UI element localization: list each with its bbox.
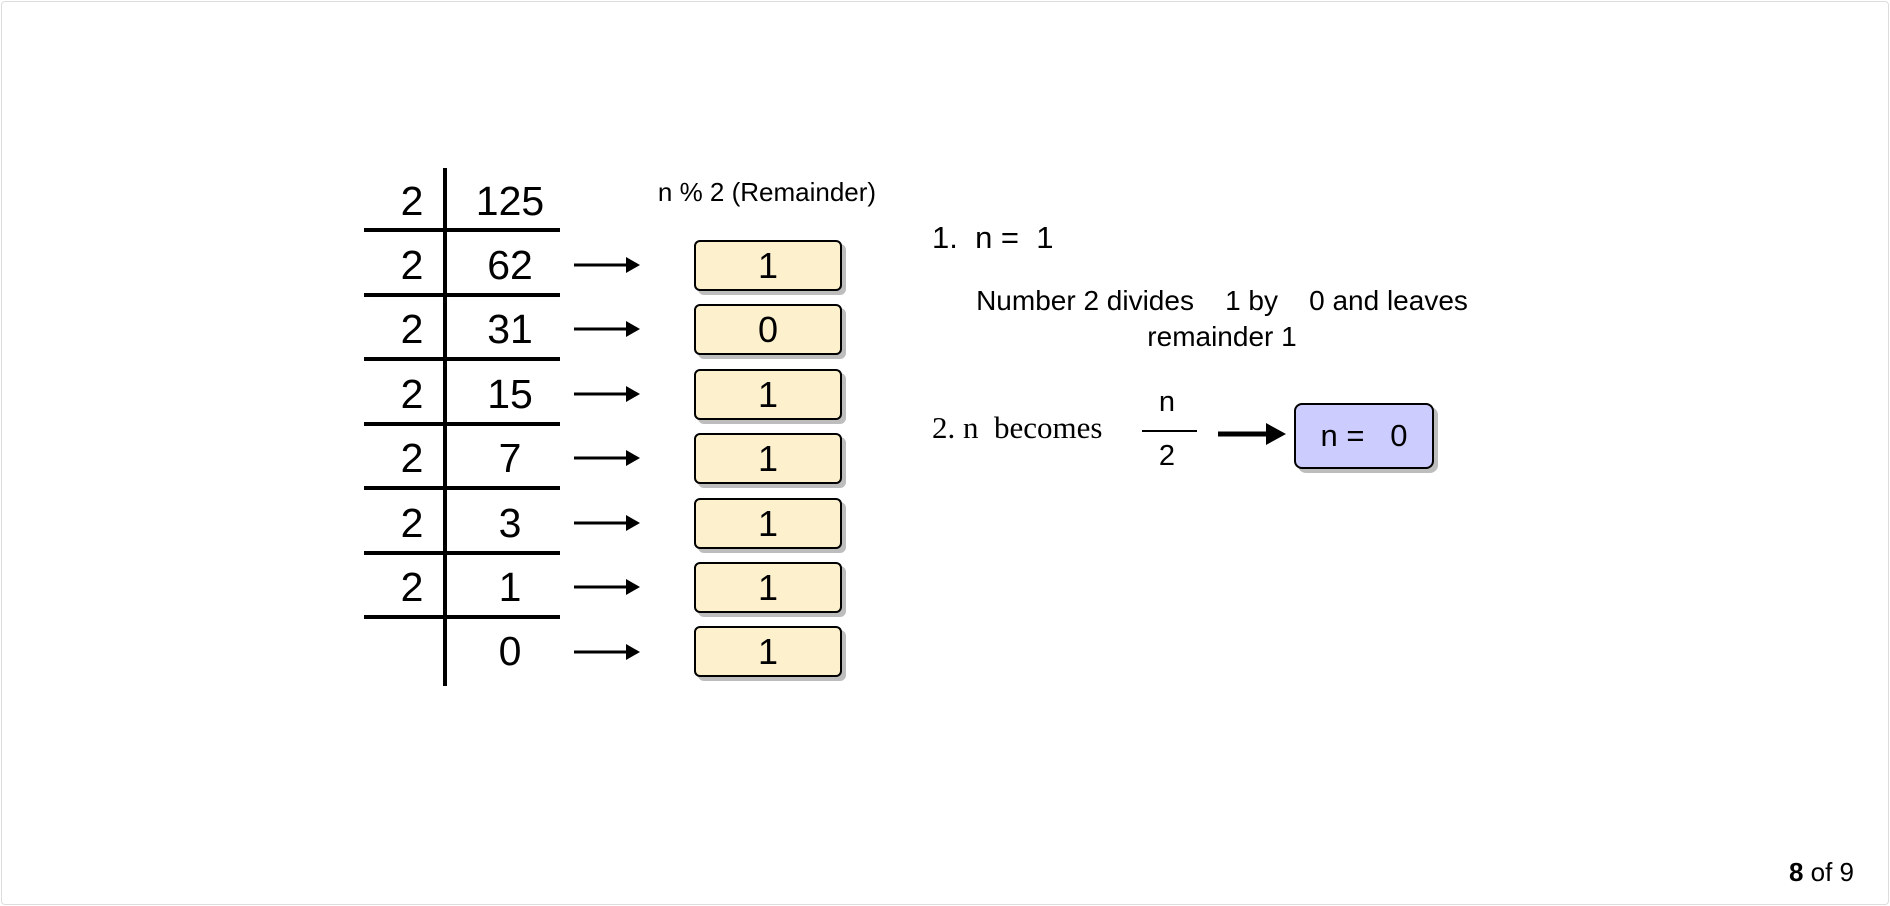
- step1-label: 1. n = 1: [932, 220, 1054, 255]
- divisor-cell: 2: [400, 563, 424, 610]
- remainder-box: 1: [694, 562, 842, 613]
- arrow-right-icon: [574, 386, 640, 402]
- quotient-cell: 31: [487, 305, 533, 352]
- divisor-cell: 2: [400, 499, 424, 546]
- table-divider: [364, 228, 560, 232]
- arrow-right-icon: [574, 515, 640, 531]
- arrow-right-icon: [574, 321, 640, 337]
- table-divider: [364, 486, 560, 490]
- quotient-cell: 1: [498, 563, 522, 610]
- quotient-cell: 125: [475, 177, 545, 224]
- page-current: 8: [1788, 857, 1804, 887]
- quotient-cell: 62: [487, 241, 533, 288]
- step1-explanation: Number 2 divides 1 by 0 and leaves remai…: [962, 283, 1482, 355]
- explanation-line1: Number 2 divides 1 by 0 and leaves: [976, 285, 1468, 316]
- fraction-denominator: 2: [1158, 440, 1176, 472]
- arrow-right-icon: [1218, 423, 1286, 445]
- divisor-cell: 2: [400, 241, 424, 288]
- arrow-right-icon: [574, 450, 640, 466]
- divisor-cell: 2: [400, 370, 424, 417]
- divisor-cell: 2: [400, 177, 424, 224]
- remainder-box: 1: [694, 433, 842, 484]
- remainder-box: 1: [694, 369, 842, 420]
- remainder-box: 1: [694, 240, 842, 291]
- remainder-box: 0: [694, 304, 842, 355]
- arrow-right-icon: [574, 579, 640, 595]
- page-indicator: 8 of 9: [1789, 857, 1854, 888]
- quotient-cell: 15: [487, 370, 533, 417]
- divisor-cell: 2: [400, 305, 424, 352]
- remainder-header: n % 2 (Remainder): [657, 177, 877, 207]
- divisor-cell: 2: [400, 434, 424, 481]
- table-divider: [364, 293, 560, 297]
- quotient-cell: 7: [498, 434, 522, 481]
- divisor-cell: [392, 630, 432, 672]
- quotient-cell: 0: [498, 627, 522, 674]
- fraction-numerator: n: [1158, 386, 1176, 418]
- table-vertical-line: [443, 168, 447, 686]
- arrow-right-icon: [574, 644, 640, 660]
- result-box: n = 0: [1294, 403, 1434, 469]
- table-divider: [364, 422, 560, 426]
- fraction-bar: [1142, 430, 1197, 432]
- step2-label: 2. n becomes: [932, 410, 1103, 445]
- table-divider: [364, 615, 560, 619]
- table-divider: [364, 357, 560, 361]
- explanation-line2: remainder 1: [1147, 321, 1297, 352]
- remainder-box: 1: [694, 626, 842, 677]
- quotient-cell: 3: [498, 499, 522, 546]
- remainder-box: 1: [694, 498, 842, 549]
- table-divider: [364, 551, 560, 555]
- arrow-right-icon: [574, 257, 640, 273]
- page-total: of 9: [1803, 857, 1854, 887]
